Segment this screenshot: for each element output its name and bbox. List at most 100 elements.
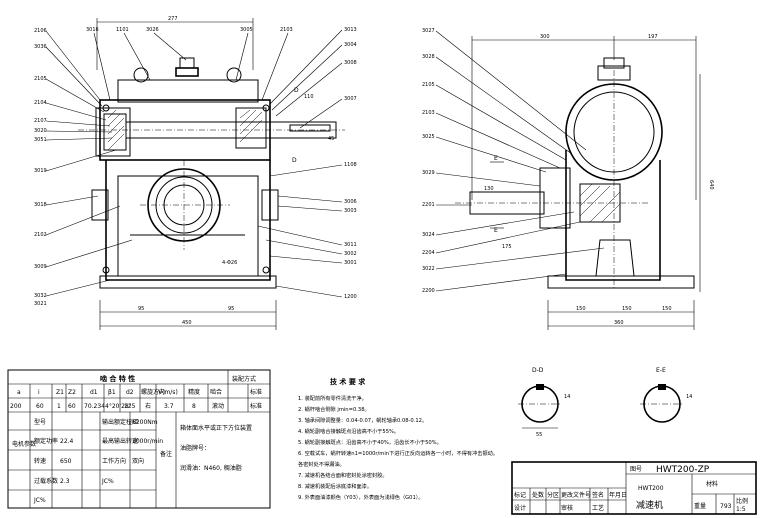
sign-labels: 设计 审核 工艺 xyxy=(514,504,604,512)
svg-text:更改文件号: 更改文件号 xyxy=(561,491,591,499)
svg-text:2104: 2104 xyxy=(34,100,47,106)
svg-text:1101: 1101 xyxy=(116,27,129,33)
svg-text:JC%: JC% xyxy=(101,478,114,485)
svg-text:2204: 2204 xyxy=(422,250,435,256)
material-label: 材料 xyxy=(706,480,718,488)
svg-text:3003: 3003 xyxy=(344,208,357,214)
front-left-labels: 2106 3036 2105 2104 2107 3020 3051 3019 … xyxy=(34,28,47,307)
svg-text:3018: 3018 xyxy=(34,202,47,208)
svg-text:年月日: 年月日 xyxy=(609,491,627,499)
svg-text:3005: 3005 xyxy=(240,27,253,33)
spec-table: 啮 合 特 性 装配方式 a i Z1 Z2 d1 β1 d2 螺旋方向 V(m… xyxy=(7,369,271,509)
svg-text:7. 减速机各结合面和密封处涂密封胶。: 7. 减速机各结合面和密封处涂密封胶。 xyxy=(298,471,388,479)
svg-text:V(m/s): V(m/s) xyxy=(158,389,178,396)
svg-text:9. 外表面油漆颜色（Y03），外表面为浅绿色（G01）。: 9. 外表面油漆颜色（Y03），外表面为浅绿色（G01）。 xyxy=(298,493,424,501)
svg-text:螺旋方向: 螺旋方向 xyxy=(141,388,165,396)
side-view: 300 197 640 E E 150 150 1 xyxy=(422,28,714,330)
svg-text:润滑油：N460, 稠油脂: 润滑油：N460, 稠油脂 xyxy=(180,464,242,472)
svg-text:审核: 审核 xyxy=(561,504,573,512)
spec-table-title: 啮 合 特 性 xyxy=(100,374,135,383)
svg-text:60: 60 xyxy=(68,403,76,410)
svg-text:3.7: 3.7 xyxy=(164,403,174,410)
svg-text:650: 650 xyxy=(60,458,72,465)
svg-text:标准: 标准 xyxy=(250,402,262,410)
svg-text:3028: 3028 xyxy=(422,54,435,60)
svg-text:3013: 3013 xyxy=(344,27,357,33)
svg-text:3009: 3009 xyxy=(34,264,47,270)
svg-text:3016: 3016 xyxy=(86,27,99,33)
svg-text:转速: 转速 xyxy=(34,457,46,465)
svg-text:3. 轴承间隙调整量：0.04-0.07，蜗轮轴承0.08-: 3. 轴承间隙调整量：0.04-0.07，蜗轮轴承0.08-0.12。 xyxy=(298,416,427,424)
dim-300: 300 xyxy=(540,34,550,40)
svg-text:360: 360 xyxy=(614,320,624,326)
svg-text:2103: 2103 xyxy=(422,110,435,116)
title-block: 图号 HWT200-ZP HWT200 减速机 材料 重量 793 比例 1:5… xyxy=(511,461,757,515)
drawing-no-label: 图号 xyxy=(630,466,642,473)
svg-text:55: 55 xyxy=(536,432,542,438)
svg-text:60: 60 xyxy=(36,403,44,410)
svg-text:3036: 3036 xyxy=(34,44,47,50)
svg-text:3019: 3019 xyxy=(34,168,47,174)
dim-277: 277 xyxy=(168,16,178,22)
svg-text:3008: 3008 xyxy=(344,60,357,66)
svg-text:3026: 3026 xyxy=(146,27,159,33)
svg-text:比例: 比例 xyxy=(736,497,748,505)
motor-rows: 额定功率 22.4 转速 650 过载系数 2.3 JC% xyxy=(33,437,74,504)
revision-row-labels: 标记 处数 分区 更改文件号 签名 年月日 xyxy=(514,491,627,499)
dim-110: 110 xyxy=(304,94,314,100)
svg-text:标准: 标准 xyxy=(250,388,262,396)
svg-text:3029: 3029 xyxy=(422,170,435,176)
front-view: 277 xyxy=(34,16,357,330)
output-rows: 输出额定扭矩 6200Nm 最高输出转速 1000r/min 工作方向 双向 J… xyxy=(101,418,163,485)
svg-text:1. 装配前所有零件清洗干净。: 1. 装配前所有零件清洗干净。 xyxy=(298,394,367,402)
svg-text:130: 130 xyxy=(484,186,494,192)
svg-text:右: 右 xyxy=(145,402,151,410)
svg-text:工作方向: 工作方向 xyxy=(102,457,126,465)
svg-text:3022: 3022 xyxy=(422,266,435,272)
svg-text:β1: β1 xyxy=(108,389,116,396)
svg-text:1: 1 xyxy=(57,403,61,410)
svg-text:i: i xyxy=(38,389,40,396)
remarks-side-label: 备注 xyxy=(160,450,172,458)
svg-text:d1: d1 xyxy=(90,389,98,396)
motor-header: 电机参数 xyxy=(12,440,36,448)
svg-text:2106: 2106 xyxy=(34,28,47,34)
svg-text:1108: 1108 xyxy=(344,162,357,168)
section-marker-d-bottom: D xyxy=(292,157,297,164)
remarks: 箱体面水平或正下方位装置 油脂牌号： 润滑油：N460, 稠油脂 xyxy=(180,424,252,472)
front-top-labels: 3016 1101 3026 3005 2103 3013 3004 3008 xyxy=(86,27,357,66)
svg-text:14: 14 xyxy=(686,394,692,400)
svg-text:150: 150 xyxy=(662,306,672,312)
svg-text:125: 125 xyxy=(124,403,136,410)
svg-text:6. 空载试车，蜗杆转速n1=1000r/min下进行正反向: 6. 空载试车，蜗杆转速n1=1000r/min下进行正反向运转各一小时，不得有… xyxy=(298,449,498,457)
svg-text:输出额定扭矩: 输出额定扭矩 xyxy=(102,418,138,426)
dim-640: 640 xyxy=(708,180,714,190)
name-code: HWT200 xyxy=(638,485,664,492)
svg-text:200: 200 xyxy=(10,403,22,410)
svg-text:2105: 2105 xyxy=(422,82,435,88)
dim-bolt: 4-Φ26 xyxy=(222,260,237,266)
svg-text:额定功率: 额定功率 xyxy=(34,437,58,445)
svg-text:2105: 2105 xyxy=(34,76,47,82)
svg-text:Z1: Z1 xyxy=(56,389,64,396)
svg-text:3011: 3011 xyxy=(344,242,357,248)
svg-text:3024: 3024 xyxy=(422,232,435,238)
svg-text:油脂牌号：: 油脂牌号： xyxy=(180,444,210,452)
svg-text:2107: 2107 xyxy=(34,118,47,124)
svg-text:150: 150 xyxy=(622,306,632,312)
section-marker-d-top: D xyxy=(294,87,299,94)
svg-text:70.234: 70.234 xyxy=(84,403,105,410)
svg-text:1200: 1200 xyxy=(344,294,357,300)
spec-row-1: 200 60 1 60 70.234 4°20'28" 125 右 3.7 8 … xyxy=(10,402,262,410)
side-left-labels: 3027 3028 2105 2103 3025 3029 2201 3024 … xyxy=(422,28,435,294)
svg-text:3032: 3032 xyxy=(34,293,47,299)
svg-text:2201: 2201 xyxy=(422,202,435,208)
svg-text:2102: 2102 xyxy=(34,232,47,238)
svg-text:3051: 3051 xyxy=(34,137,47,143)
svg-text:3007: 3007 xyxy=(344,96,357,102)
svg-text:最高输出转速: 最高输出转速 xyxy=(102,437,138,445)
svg-text:22.4: 22.4 xyxy=(60,438,74,445)
dim-95-left: 95 xyxy=(138,306,144,312)
svg-text:各密封处不得漏油。: 各密封处不得漏油。 xyxy=(298,460,345,468)
